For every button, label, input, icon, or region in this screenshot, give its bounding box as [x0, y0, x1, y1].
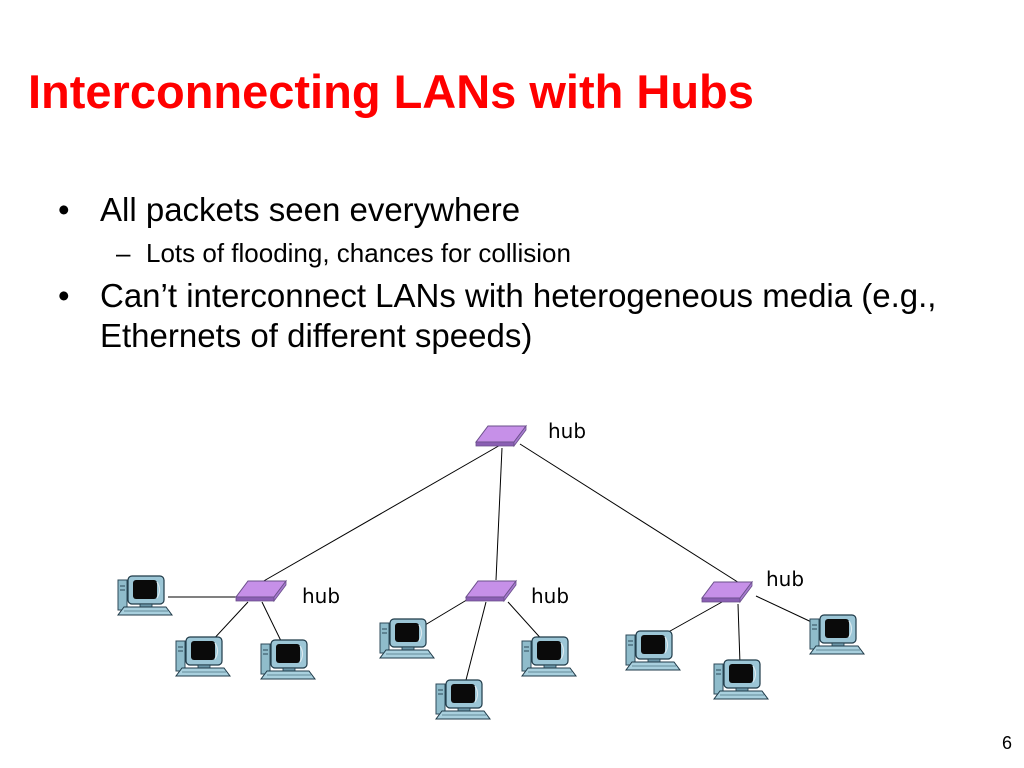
bullet-list: • All packets seen everywhere – Lots of … — [58, 190, 958, 356]
bullet-mark: • — [58, 191, 70, 228]
link-right-hub-pc3 — [755, 595, 821, 627]
hub-label-middle: hub — [531, 584, 569, 608]
hub-label-top: hub — [548, 419, 586, 443]
hub-label-left: hub — [302, 584, 340, 608]
bullet-text: Can’t interconnect LANs with heterogeneo… — [100, 277, 937, 354]
hub-network-diagram: hub hub hub hub — [117, 419, 865, 720]
link-left-hub-pc2 — [209, 601, 249, 644]
page-number: 6 — [1001, 733, 1012, 753]
desktop-computer-icon — [625, 630, 681, 671]
desktop-computer-icon — [809, 614, 865, 655]
hub-middle — [465, 580, 517, 602]
hub-right — [701, 581, 753, 603]
bullet-item: • Can’t interconnect LANs with heterogen… — [58, 276, 958, 356]
hub-left — [235, 580, 287, 602]
desktop-computer-icon — [260, 639, 316, 680]
desktop-computer-icon — [521, 636, 577, 677]
link-top-to-middle-hub — [495, 447, 503, 581]
desktop-computer-icon — [713, 659, 769, 700]
desktop-computer-icon — [379, 618, 435, 659]
link-left-hub-pc3 — [261, 601, 283, 644]
link-top-to-right-hub — [519, 443, 745, 587]
link-right-hub-pc2 — [737, 603, 741, 665]
desktop-computer-icon — [175, 636, 231, 677]
link-middle-hub-pc1 — [419, 597, 471, 629]
sub-bullet-text: Lots of flooding, chances for collision — [146, 238, 571, 268]
slide-title: Interconnecting LANs with Hubs — [28, 65, 754, 118]
link-middle-hub-pc3 — [507, 601, 546, 644]
link-middle-hub-pc2 — [465, 601, 487, 681]
link-top-to-left-hub — [254, 443, 503, 587]
hub-label-right: hub — [766, 567, 804, 591]
sub-bullet-mark: – — [116, 238, 131, 268]
desktop-computer-icon — [117, 575, 173, 616]
hub-top — [475, 425, 527, 447]
bullet-item: • All packets seen everywhere — [58, 190, 958, 230]
network-links — [168, 443, 821, 681]
link-right-hub-pc1 — [662, 601, 723, 636]
bullet-text: All packets seen everywhere — [100, 191, 521, 228]
bullet-mark: • — [58, 277, 70, 314]
desktop-computer-icon — [435, 679, 491, 720]
sub-bullet-item: – Lots of flooding, chances for collisio… — [58, 236, 958, 270]
